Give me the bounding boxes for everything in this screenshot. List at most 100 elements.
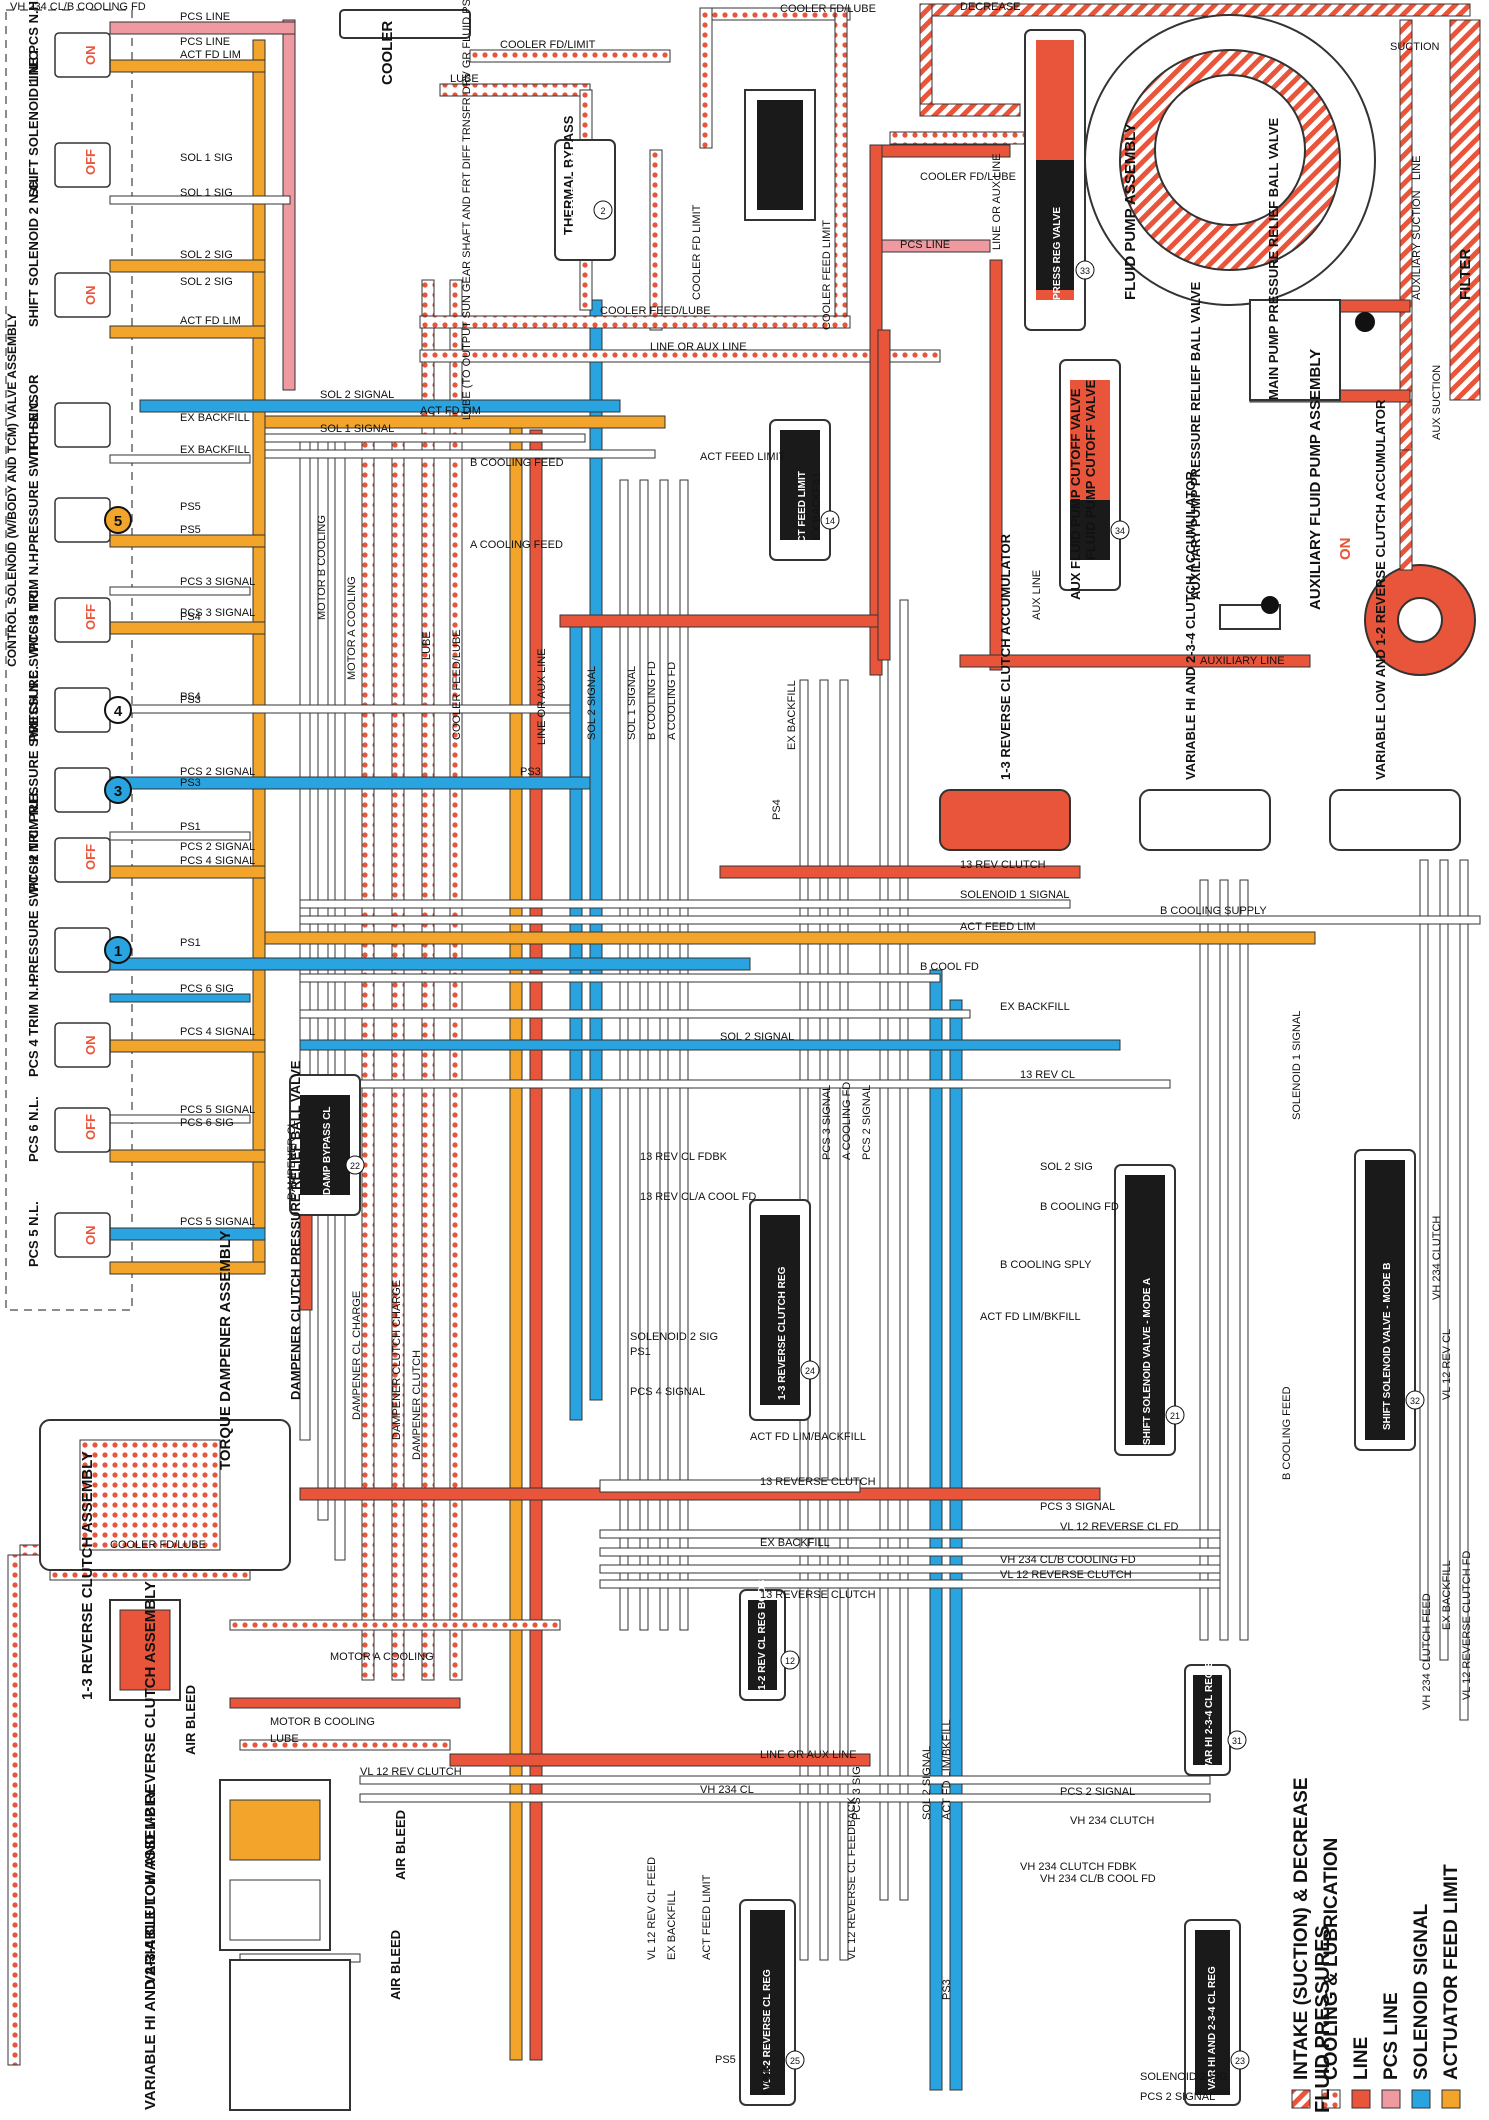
solenoid-name: PCS 3 TRIM N.H. — [26, 549, 41, 652]
air-bleed-label: AIR BLEED — [183, 1685, 198, 1755]
check-ball-number — [345, 1155, 365, 1175]
passage-label: PS4 — [180, 611, 201, 623]
passage-label: EX BACKFILL — [1441, 1560, 1453, 1630]
passage-label: PCS 2 SIGNAL — [861, 1085, 873, 1160]
passage-label: PS3 — [520, 766, 541, 778]
passage-label: FDBK — [761, 2065, 773, 2095]
pressure-switch-number: 1 — [114, 943, 122, 960]
accumulators — [939, 789, 1461, 851]
passage-label: DAMPENER CLUTCH — [411, 1350, 423, 1460]
passage-label: 13 REVERSE CLUTCH — [760, 1476, 876, 1488]
var-low-label: VARIABLE LOW AND 1-2 REVERSE CLUTCH ASSE… — [142, 1581, 159, 1985]
check-ball-number-text: 12 — [785, 1656, 795, 1666]
check-ball-number-text: 22 — [350, 1161, 360, 1171]
solenoid-name: LINE PCS N.H. — [26, 0, 41, 87]
cooler-circuit — [299, 7, 1031, 1311]
check-ball-number — [820, 510, 840, 530]
legend-swatch — [1291, 2089, 1311, 2109]
pressure-switch-number: 3 — [114, 783, 122, 800]
passage-label: SOL 2 SIGNAL — [320, 389, 394, 401]
acc-low-label: VARIABLE LOW AND 1-2 REVERSE CLUTCH ACCU… — [1373, 399, 1388, 780]
passage-label: VH 234 CL/B COOL FD — [1040, 1873, 1156, 1885]
passage-label: COOLER FEED/LUBE — [600, 305, 711, 317]
passage-label: PS1 — [180, 821, 201, 833]
passage-label: VH 234 CLUTCH FEED — [1421, 1593, 1433, 1710]
passage-label: 13 REV CL FDBK — [640, 1151, 728, 1163]
solenoid-name: PRESSURE SWITCH N.C. — [26, 666, 41, 822]
solenoid-signal-label: PCS 2 SIGNAL — [180, 841, 255, 853]
solenoid-name: PRESSURE SWITCH N.C. — [26, 826, 41, 982]
solenoid-item — [54, 272, 111, 318]
passage-label: SOL 1 SIGNAL — [626, 666, 638, 740]
passage-label: DECREASE — [960, 1, 1021, 13]
solenoid-name: PCS 5 N.L. — [26, 1201, 41, 1267]
passage-label: LINE OR AUX LINE — [760, 1749, 857, 1761]
solenoid-item — [54, 1107, 111, 1153]
passage-label: COOLER FEED LIMIT — [821, 220, 833, 330]
solenoid-state: OFF — [83, 844, 98, 870]
valve-label: 1-3 REVERSE CLUTCH REG — [777, 1266, 788, 1400]
passage-label: A COOLING FEED — [470, 539, 563, 551]
pressure-switch-badge — [104, 506, 132, 534]
passage-label: LINE OR AUX LINE — [991, 153, 1003, 250]
solenoid-signal-label: PCS 4 SIGNAL — [180, 1026, 255, 1038]
valve-bodies — [289, 419, 1416, 2106]
passage-label: VH 234 CL/B COOLING FD — [1000, 1554, 1136, 1566]
passage-label: 13 REVERSE CLUTCH — [760, 1589, 876, 1601]
solenoid-name: PRESSURE SWITCH N.C. — [26, 586, 41, 742]
passage-label: PCS 5 SIGNAL — [180, 1104, 255, 1116]
legend-swatch — [1411, 2089, 1431, 2109]
passage-label: AUX LINE — [1031, 570, 1043, 620]
valve-label: ACT FEED LIMIT — [797, 471, 808, 550]
filter-label: FILTER — [1457, 248, 1474, 300]
solenoid-name: SHIFT SOLENOID 2 N.C. — [26, 177, 41, 327]
solenoid-item — [54, 837, 111, 883]
passage-label: ACT FD LIM/BKFILL — [941, 1719, 953, 1820]
valve-label: COOLER FD LIMIT — [570, 152, 581, 240]
check-ball-number-text: 31 — [1232, 1736, 1242, 1746]
passage-label: SOLENOID 1 SIGNAL — [1291, 1011, 1303, 1120]
passage-label: PS4 — [771, 799, 783, 820]
passage-label: PCS 3 SIG — [851, 1766, 863, 1820]
torque-damper-label: TORQUE DAMPENER ASSEMBLY — [217, 1231, 234, 1470]
passage-label: B COOLING SPLY — [1000, 1259, 1092, 1271]
check-ball-number — [785, 2050, 805, 2070]
check-ball-number — [1227, 1730, 1247, 1750]
var-hi-label: VARIABLE HI AND 2-3-4 CLUTCH ASSEMBLY — [142, 1789, 159, 2110]
passage-label: VL 12 REV CL — [1441, 1329, 1453, 1400]
passage-label: VL 12 REV CL FEED — [646, 1857, 658, 1960]
legend-item-label: COOLING & LUBRICATION — [1321, 1838, 1342, 2080]
passage-label: SOL 2 SIGNAL — [921, 1746, 933, 1820]
air-bleed-label: AIR BLEED — [388, 1930, 403, 2000]
valve-label: PRESS REG VALVE — [1052, 207, 1063, 300]
legend-title: FLUID PRESSURES — [1312, 1925, 1334, 2113]
thermal-bypass-label: THERMAL BYPASS — [561, 115, 576, 235]
check-ball-number — [1110, 520, 1130, 540]
passage-label: 13 REV CL — [1020, 1069, 1075, 1081]
valve-label: AUX FLUID PUMP CUTOFF VALVE — [1068, 388, 1083, 600]
solenoid-signal-label: PCS 3 SIGNAL — [180, 607, 255, 619]
aux-pump-state: ON — [1337, 538, 1354, 561]
passage-label: B COOLING FEED — [470, 457, 564, 469]
passage-label: SOLENOID 2 SIG — [630, 1331, 718, 1343]
horizontal-passages — [19, 21, 1481, 1963]
pressure-switch-number: 4 — [114, 703, 123, 720]
solenoid-item — [54, 1212, 111, 1258]
passage-label: ACT FEED LIM — [960, 921, 1036, 933]
passage-label: SOL 2 SIG — [1040, 1161, 1093, 1173]
passage-label: 13 REV CL/A COOL FD — [640, 1191, 756, 1203]
passage-label: VL 12 REVERSE CL FD — [1060, 1521, 1178, 1533]
passage-label: A COOLING FD — [666, 662, 678, 740]
legend-item-label: PCS LINE — [1381, 1992, 1402, 2080]
passage-label: B COOLING SUPPLY — [1160, 905, 1267, 917]
passage-label: ACT FD LIM — [420, 405, 481, 417]
passage-label: 13 REV CLUTCH — [960, 859, 1046, 871]
passage-label: VH 234 CL/B COOLING FD — [10, 1, 146, 13]
solenoid-item — [54, 497, 111, 543]
passage-label: EX BACKFILL — [811, 470, 823, 540]
solenoid-signal-label: PS3 — [180, 777, 201, 789]
acc-13-label: 1-3 REVERSE CLUTCH ACCUMULATOR — [998, 533, 1013, 780]
solenoid-item — [54, 32, 111, 78]
passage-label: AUXILIARY LINE — [1200, 655, 1285, 667]
